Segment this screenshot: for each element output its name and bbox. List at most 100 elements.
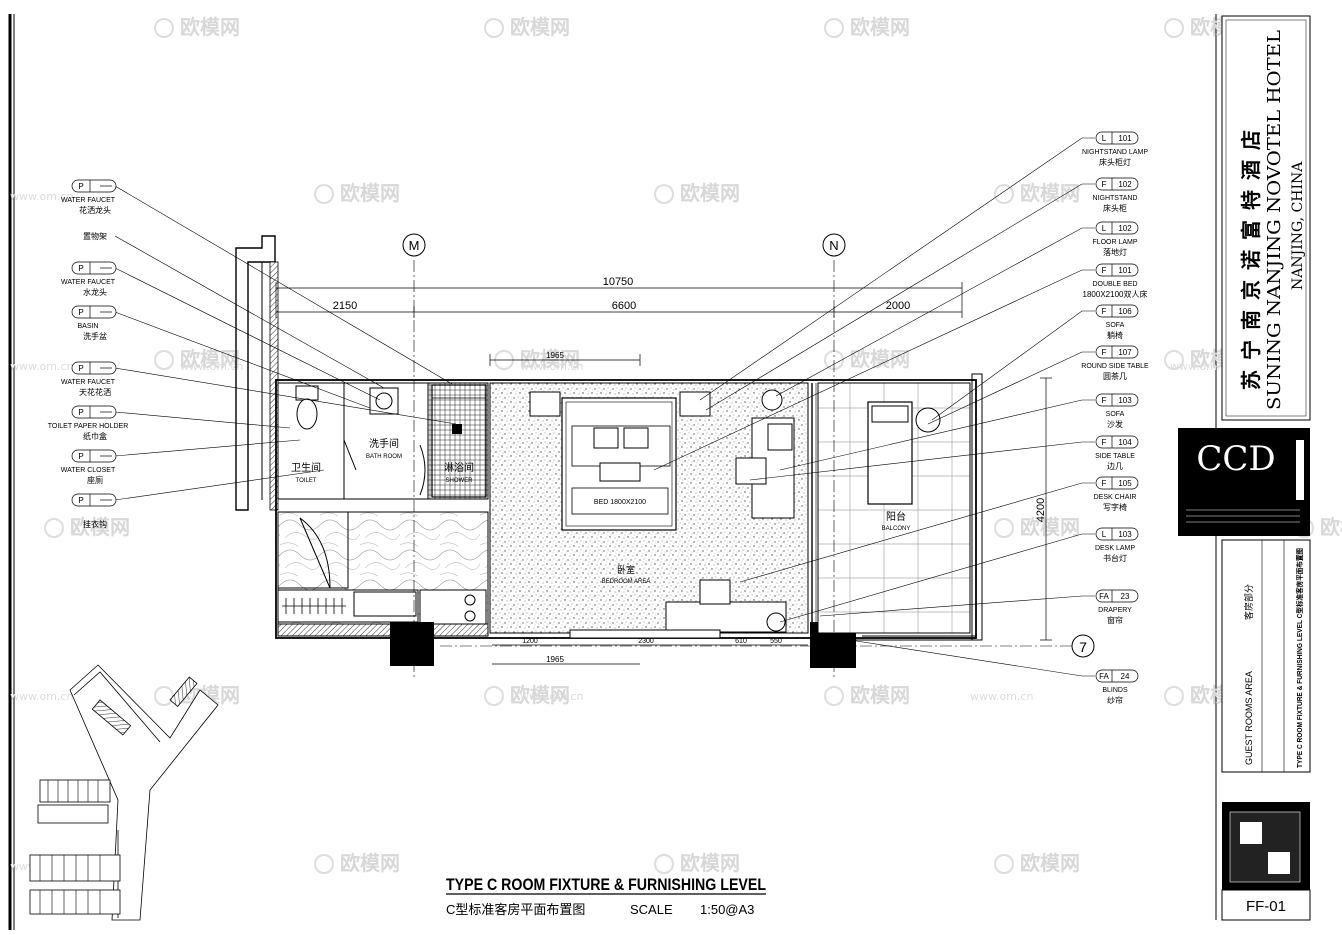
right-tag-en: FLOOR LAMP — [1092, 239, 1137, 246]
right-tag-en: DESK CHAIR — [1094, 494, 1137, 501]
right-tag-num: 24 — [1121, 672, 1130, 681]
room-bath-cn: 洗手间 — [369, 437, 399, 450]
dim-3: 2000 — [886, 300, 910, 312]
left-tag-en: TOILET PAPER HOLDER — [48, 423, 129, 430]
right-tag-num: 103 — [1118, 396, 1132, 405]
right-tag-code: F — [1102, 266, 1107, 275]
hotel-name-cn: 苏宁南京诺富特酒店 — [1239, 120, 1263, 390]
watermark-url: www.om.cn — [180, 360, 243, 373]
right-tag-cn: 窗帘 — [1107, 615, 1123, 625]
hotel-name-en: SUNING NANJING NOVOTEL HOTEL — [1264, 30, 1285, 410]
scale-value: 1:50@A3 — [700, 902, 754, 917]
right-tag-cn: 躺椅 — [1107, 330, 1123, 340]
dim-bot-inner: 1965 — [546, 655, 564, 664]
right-tag-code: L — [1102, 134, 1107, 143]
left-tag-code: P — [78, 496, 83, 505]
right-tag-num: 101 — [1118, 134, 1132, 143]
watermark-brand: 欧模网 — [520, 347, 580, 371]
right-tag-num: 105 — [1118, 479, 1132, 488]
right-tag-code: F — [1102, 479, 1107, 488]
dim-inner-top: 1965 — [546, 351, 564, 360]
watermark-brand: 欧模网 — [1020, 181, 1080, 205]
watermark-brand: 欧模网 — [70, 515, 130, 539]
watermark-brand: 欧模网 — [510, 683, 570, 707]
right-tag-en: ROUND SIDE TABLE — [1081, 363, 1149, 370]
watermark-brand: 欧模网 — [680, 181, 740, 205]
right-tag-num: 104 — [1118, 438, 1132, 447]
dim-bot-1: 1200 — [522, 638, 538, 645]
dim-bot-4: 550 — [770, 638, 782, 645]
right-tag-en: DRAPERY — [1098, 607, 1132, 614]
scale-label: SCALE — [630, 902, 673, 917]
left-tag-code: P — [78, 182, 83, 191]
right-tag-code: FA — [1099, 592, 1109, 601]
right-tag-num: 101 — [1118, 266, 1132, 275]
left-tag-en: WATER FAUCET — [61, 197, 116, 204]
area-label-en: GUEST ROOMS AREA — [1244, 671, 1254, 765]
watermark-url: www.om.cn — [970, 690, 1033, 703]
left-tag-cn: 纸巾盒 — [83, 431, 107, 441]
room-labels: 洗手间 BATH ROOM 卫生间 TOILET 淋浴间 SHOWER 卧室 B… — [291, 437, 910, 585]
right-tag-cn: 纱帘 — [1107, 695, 1123, 705]
right-tag-num: 107 — [1118, 348, 1132, 357]
right-tag-num: 23 — [1121, 592, 1130, 601]
watermark-brand: 欧模网 — [340, 181, 400, 205]
watermark-brand: 欧模网 — [850, 15, 910, 39]
right-tag-cn: 书台灯 — [1103, 553, 1127, 563]
dim-bot-3: 610 — [735, 638, 747, 645]
room-bath-en: BATH ROOM — [366, 454, 402, 460]
dim-bot-2: 2300 — [638, 638, 654, 645]
right-tag-en: DESK LAMP — [1095, 545, 1135, 552]
right-tag-en: SOFA — [1106, 411, 1125, 418]
room-toilet-cn: 卫生间 — [291, 461, 321, 474]
right-tag-en: SOFA — [1106, 322, 1125, 329]
left-tag: 置物架 — [83, 231, 107, 241]
sheet-number: FF-01 — [1246, 898, 1286, 915]
left-tag-cn: 天花花洒 — [79, 387, 111, 397]
room-shower-en: SHOWER — [446, 478, 474, 484]
left-tag-code: P — [78, 308, 83, 317]
left-tag-cn: 洗手盆 — [83, 331, 107, 341]
right-tag-en: NIGHTSTAND — [1093, 195, 1138, 202]
right-tag-en: SIDE TABLE — [1095, 453, 1135, 460]
floor-plan — [235, 235, 983, 668]
bed-label: BED 1800X2100 — [594, 499, 646, 506]
watermark-brand: 欧模网 — [180, 347, 240, 371]
watermark-url: www.om.cn — [10, 190, 73, 203]
drawing-subtitle: C型标准客房平面布置图 — [446, 902, 585, 917]
hotel-city: NANJING, CHINA — [1290, 161, 1306, 290]
room-shower-cn: 淋浴间 — [444, 461, 474, 474]
grid-n-label: N — [829, 238, 838, 253]
firm-name: CCD — [1196, 439, 1275, 479]
left-tag-cn: 花洒龙头 — [79, 205, 111, 215]
right-tag-en: BLINDS — [1102, 687, 1128, 694]
dimensions — [275, 282, 1052, 665]
watermark-brand: 欧模网 — [340, 851, 400, 875]
title-block: 苏宁南京诺富特酒店 SUNING NANJING NOVOTEL HOTEL N… — [1178, 15, 1311, 921]
right-tag-cn: 沙发 — [1107, 419, 1123, 429]
left-tag-en: BASIN — [77, 323, 98, 330]
firm-logo — [1178, 428, 1310, 536]
grid-m-label: M — [409, 238, 420, 253]
room-balcony-cn: 阳台 — [886, 510, 906, 523]
right-tag-cn: 圆茶几 — [1103, 371, 1127, 381]
right-tag-cn: 床头柜灯 — [1099, 157, 1131, 167]
watermark-brand: 欧模网 — [510, 15, 570, 39]
right-tag-code: F — [1102, 396, 1107, 405]
left-tag-code: P — [78, 408, 83, 417]
right-tag-code: F — [1102, 180, 1107, 189]
